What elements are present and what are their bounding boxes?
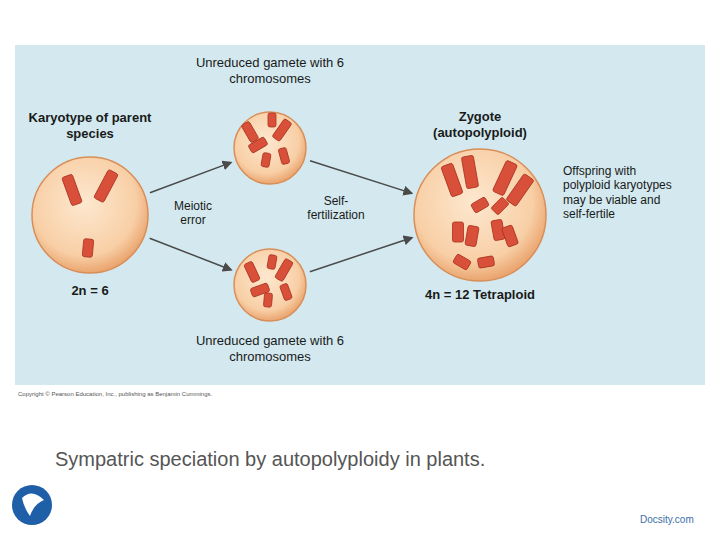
- chromosome: [441, 163, 463, 197]
- process-label: Self-fertilization: [300, 194, 372, 223]
- parent-cell: [32, 157, 148, 273]
- chromosome: [250, 283, 270, 298]
- logo-mark: [22, 493, 44, 516]
- process-arrow: [310, 238, 412, 272]
- panel-background: [15, 45, 705, 385]
- watermark: Docsity.com: [640, 514, 716, 526]
- node-heading: Zygote (autopolyploid): [410, 109, 550, 140]
- node-heading: Karyotype of parent species: [18, 110, 162, 141]
- zygote-cell: [414, 149, 546, 281]
- cell-node: Unreduced gamete with 6 chromosomes: [234, 249, 306, 321]
- process-arrow: [150, 238, 231, 270]
- chromosome: [267, 254, 277, 269]
- process-arrow: [310, 161, 411, 193]
- chromosome: [261, 152, 271, 167]
- chromosome: [275, 258, 294, 282]
- chromosome: [506, 173, 534, 206]
- chromosome: [465, 225, 479, 247]
- ploidy-label: 4n = 12 Tetraploid: [415, 287, 545, 303]
- caption: Sympatric speciation by autopolyploidy i…: [55, 447, 695, 471]
- chromosome: [244, 261, 261, 283]
- gamete-cell: [234, 249, 306, 321]
- chromosome: [453, 222, 464, 242]
- logo: [12, 485, 52, 525]
- chromosome: [471, 197, 490, 214]
- note: Offspring with polyploid karyotypes may …: [563, 164, 675, 222]
- chromosome: [263, 293, 272, 308]
- gamete-cell: [234, 112, 306, 184]
- chromosome: [491, 197, 509, 215]
- copyright-note: Copyright © Pearson Education, Inc., pub…: [18, 391, 418, 398]
- chromosome: [453, 254, 472, 271]
- gamete-label: Unreduced gamete with 6 chromosomes: [180, 333, 360, 364]
- chromosome: [248, 137, 268, 154]
- chromosome: [278, 147, 290, 165]
- cell-node: Karyotype of parent species2n = 6: [32, 157, 148, 273]
- chromosomes: [62, 113, 534, 307]
- chromosome: [94, 169, 119, 202]
- chromosome: [477, 256, 494, 269]
- chromosome: [62, 174, 83, 206]
- chromosome: [461, 155, 478, 189]
- chromosome: [280, 283, 293, 301]
- cell-node: Zygote (autopolyploid)4n = 12 Tetraploid: [414, 149, 546, 281]
- chromosome: [501, 225, 518, 248]
- chromosome: [82, 239, 94, 258]
- process-label: Meiotic error: [164, 199, 222, 228]
- chromosome: [268, 113, 276, 127]
- cell-node: Unreduced gamete with 6 chromosomes: [234, 112, 306, 184]
- gamete-label: Unreduced gamete with 6 chromosomes: [180, 55, 360, 86]
- ploidy-label: 2n = 6: [20, 283, 160, 299]
- process-arrow: [150, 163, 231, 193]
- chromosome: [241, 121, 259, 143]
